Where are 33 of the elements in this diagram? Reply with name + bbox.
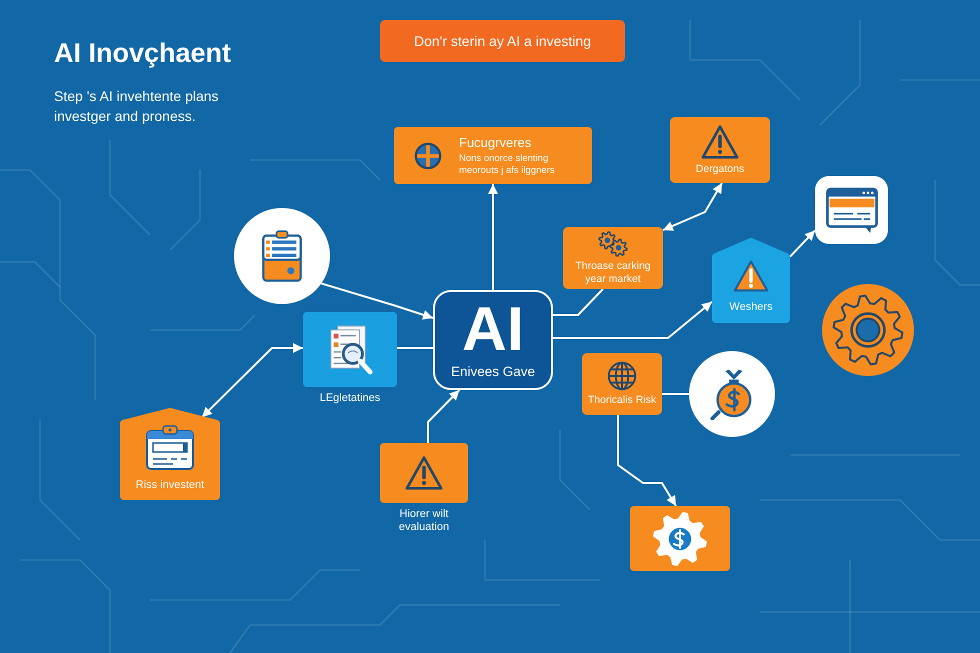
shape-label: Weshers [729, 300, 773, 313]
tile-caption: LEgletatines [320, 392, 380, 406]
page-title: AI Inovçhaent [54, 38, 232, 69]
arrow [617, 415, 677, 507]
ai-hub-card [433, 290, 553, 390]
ai-title: AI [462, 301, 524, 360]
arrow [553, 300, 713, 339]
arrow [201, 343, 303, 418]
banner [380, 20, 625, 62]
connector-line [662, 392, 689, 395]
card-body: Nons onorce slenting meorouts j afs ilggners [459, 153, 556, 176]
process-card [563, 227, 663, 289]
subtitle-text: Step 's AI invehtente plans investger and proness. [54, 87, 220, 126]
shape-label: Riss investent [136, 479, 204, 492]
card-label: Dergatons [694, 163, 746, 176]
icon-card [630, 506, 730, 571]
connector-line [397, 347, 433, 349]
card-label: Thoricalis Risk [586, 394, 658, 407]
arrow [320, 282, 434, 320]
connector-line [553, 288, 604, 316]
card-label: Throase carking year market [574, 260, 652, 285]
ai-subtitle: Enivees Gave [450, 364, 536, 379]
banner-text: Don'r sterin ay AI a investing [414, 33, 591, 49]
card-heading: Fucugrveres [459, 135, 532, 150]
process-card [582, 353, 662, 415]
arrow [789, 230, 816, 258]
process-card [394, 127, 592, 184]
process-card [670, 117, 770, 183]
icon-card [815, 176, 888, 244]
arrow [426, 389, 460, 443]
arrow [662, 182, 723, 232]
tile-caption: Hiorer wilt evaluation [398, 508, 450, 534]
arrow [488, 184, 498, 290]
